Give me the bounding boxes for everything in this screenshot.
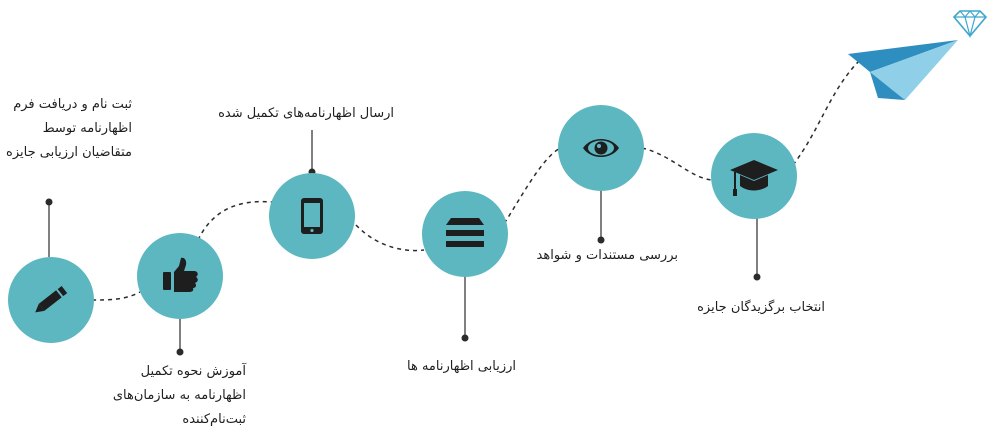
label-line: ارزیابی اظهارنامه ها: [407, 359, 516, 374]
label-line: آموزش نحوه تکمیل: [140, 364, 246, 379]
label-line: متقاضیان ارزیابی جایزه: [6, 145, 132, 160]
step-label-training: آموزش نحوه تکمیل اظهارنامه به سازمان‌های…: [113, 360, 246, 432]
label-line: ثبت‌نام‌کننده: [182, 412, 246, 427]
label-line: ثبت نام و دریافت فرم: [13, 97, 132, 112]
step-label-selection: انتخاب برگزیدگان جایزه: [697, 296, 825, 320]
label-line: ارسال اظهارنامه‌های تکمیل شده: [218, 106, 394, 121]
paper-plane-icon: [848, 40, 958, 100]
step-node-review: [558, 105, 644, 244]
step-node-submission: [269, 130, 355, 259]
pencil-icon: [35, 285, 68, 313]
step-label-review: بررسی مستندات و شواهد: [537, 244, 678, 268]
stacked-layers-icon: [446, 218, 484, 247]
graduation-cap-icon: [730, 160, 778, 196]
thumbs-up-icon: [163, 257, 198, 292]
step-label-registration: ثبت نام و دریافت فرم اظهارنامه توسط متقا…: [6, 93, 132, 165]
step-node-selection: [711, 133, 797, 281]
step-node-training: [137, 233, 223, 356]
step-label-submission: ارسال اظهارنامه‌های تکمیل شده: [218, 102, 394, 126]
dashed-connector-path: [91, 59, 861, 301]
connector-dot: [753, 273, 761, 281]
connector-dot: [176, 348, 184, 356]
step-label-evaluation: ارزیابی اظهارنامه ها: [407, 355, 516, 379]
label-line: اظهارنامه به سازمان‌های: [112, 388, 246, 403]
connector-dot: [597, 236, 605, 244]
label-line: بررسی مستندات و شواهد: [536, 248, 678, 263]
smartphone-icon: [301, 198, 323, 234]
eye-icon: [583, 139, 619, 157]
step-node-evaluation: [422, 191, 508, 342]
step-node-registration: [8, 198, 94, 343]
connector-dot: [461, 334, 469, 342]
diamond-icon: [952, 10, 988, 39]
label-line: اظهارنامه توسط: [42, 121, 132, 136]
label-line: انتخاب برگزیدگان جایزه: [697, 300, 825, 315]
connector-dot: [45, 198, 53, 206]
